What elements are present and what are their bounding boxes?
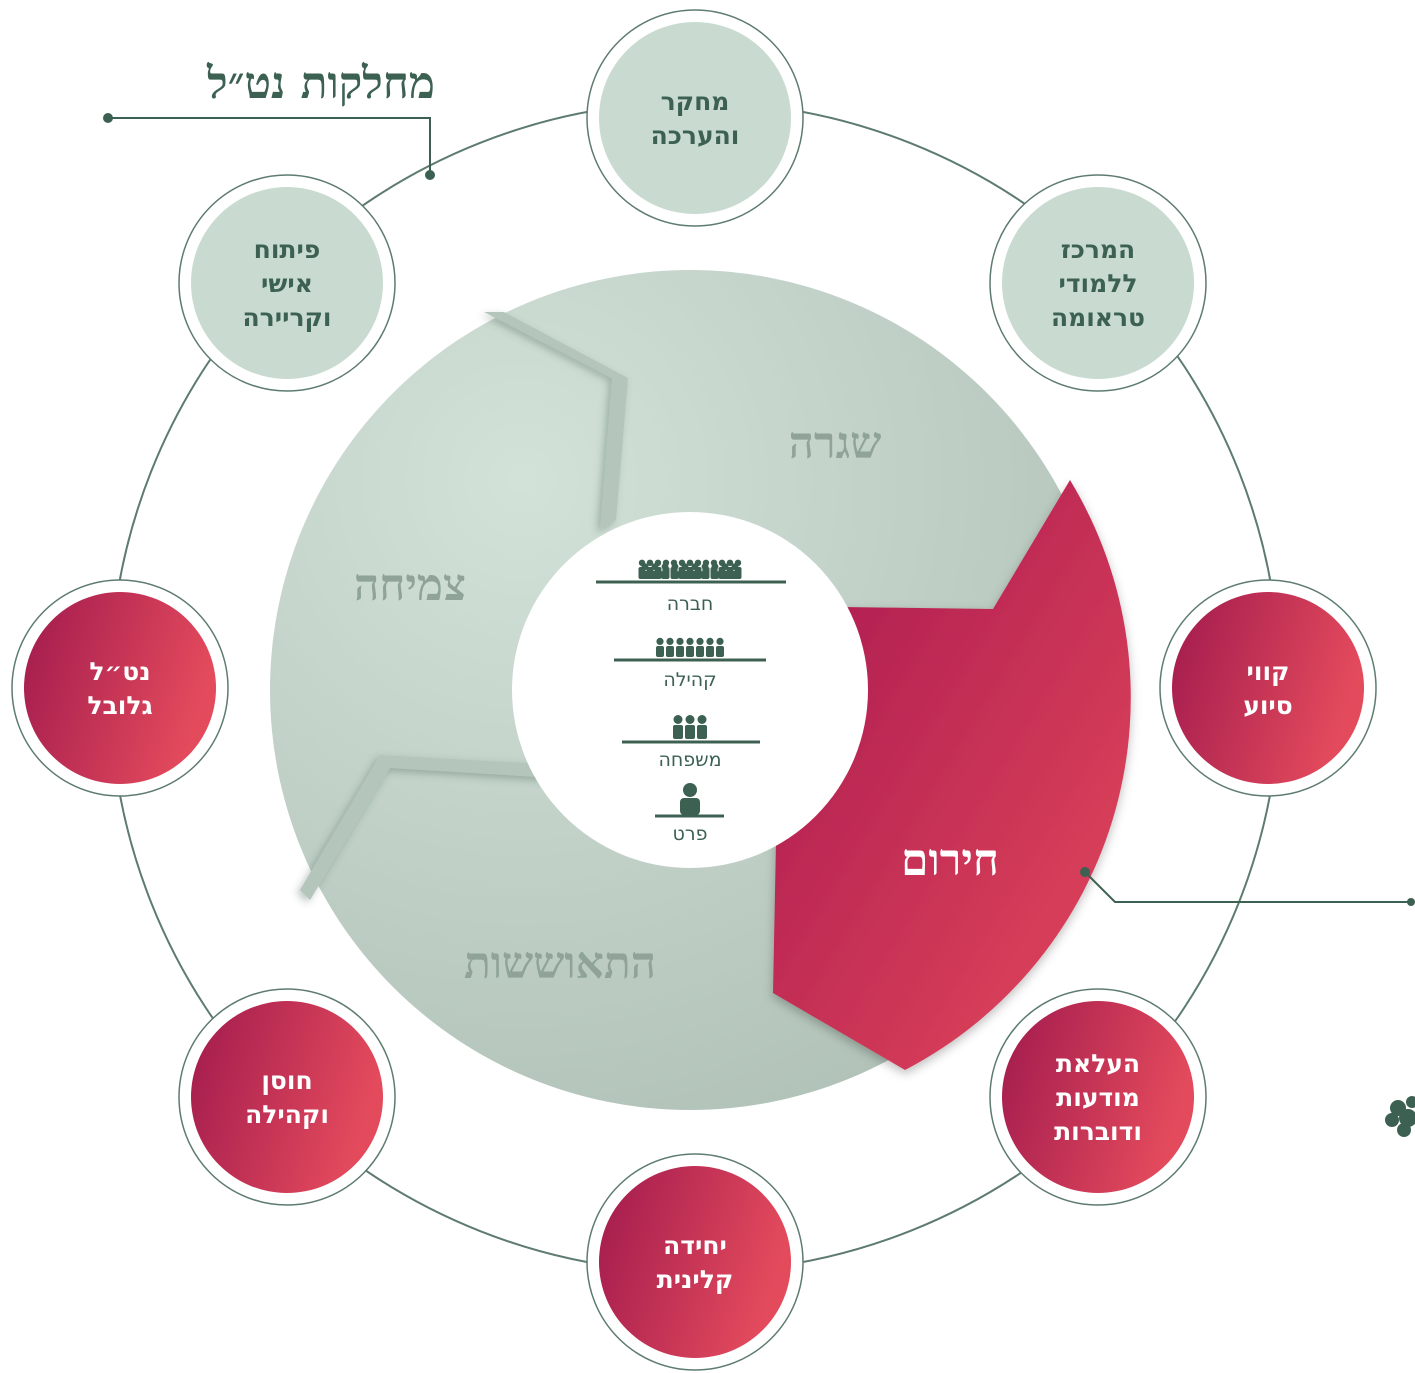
phase-label-growth: צמיחה [354, 560, 466, 611]
department-label-line: אישי [261, 269, 313, 298]
node-fill [191, 1001, 383, 1193]
phase-folds [300, 312, 628, 900]
level-label-community: קהילה [663, 669, 716, 691]
department-node-natal-global[interactable]: נט״ל גלובל [11, 579, 229, 797]
phase-label-emergency: חירום [901, 835, 999, 886]
tree-icon [1385, 1096, 1415, 1137]
node-fill [191, 187, 383, 379]
department-node-resilience[interactable]: חוסן וקהילה [178, 988, 396, 1206]
department-label-line: נט״ל [89, 657, 150, 686]
community-group-icon [614, 637, 766, 662]
department-label-line: יחידה [663, 1231, 727, 1260]
department-node-career[interactable]: פיתוח אישי וקריירה [178, 174, 396, 392]
emergency-leader-line [1084, 871, 1413, 903]
individual-person-icon [655, 783, 724, 818]
level-label-society: חברה [667, 593, 714, 615]
leader-dot [1080, 867, 1090, 877]
department-label-line: קווי [1247, 657, 1290, 686]
diagram-title: מחלקות נט״ל [206, 58, 435, 109]
department-node-research[interactable]: מחקר והערכה [586, 9, 804, 227]
department-label-line: סיוע [1243, 691, 1293, 720]
leader-dot [1407, 898, 1415, 906]
department-label-line: העלאת [1056, 1049, 1140, 1078]
department-label-line: וקריירה [243, 303, 332, 332]
department-label-line: חוסן [261, 1066, 312, 1095]
phase-label-routine: שגרה [789, 418, 882, 469]
phase-segment-emergency[interactable] [773, 480, 1131, 1070]
department-node-awareness[interactable]: העלאת מודעות ודוברות [989, 988, 1207, 1206]
department-label-line: ללמודי [1059, 269, 1138, 298]
leader-dot [425, 170, 435, 180]
department-node-clinical-unit[interactable]: יחידה קלינית [586, 1153, 804, 1371]
phase-label-recovery: התאוששות [464, 938, 656, 989]
department-label-line: טראומה [1051, 303, 1145, 332]
department-label-line: ודוברות [1054, 1117, 1142, 1146]
department-label-line: מודעות [1056, 1083, 1140, 1112]
level-label-individual: פרט [673, 823, 708, 845]
center-levels-disk [512, 512, 868, 868]
node-fill [24, 592, 216, 784]
node-fill [599, 1166, 791, 1358]
title-leader-line [108, 117, 431, 175]
society-crowd-icon [596, 559, 786, 584]
department-label-line: מחקר [661, 87, 730, 116]
leader-dot [103, 113, 113, 123]
department-label-line: וקהילה [245, 1100, 329, 1129]
department-label-line: המרכז [1061, 235, 1136, 264]
department-label-line: קלינית [657, 1265, 734, 1294]
level-label-family: משפחה [658, 749, 721, 771]
node-fill [1002, 1001, 1194, 1193]
family-group-icon [622, 715, 760, 744]
department-label-line: גלובל [87, 691, 152, 720]
department-node-support-lines[interactable]: קווי סיוע [1159, 579, 1377, 797]
department-node-trauma-center[interactable]: המרכז ללמודי טראומה [989, 174, 1207, 392]
node-fill [1002, 187, 1194, 379]
department-label-line: והערכה [651, 121, 740, 150]
node-fill [1172, 592, 1364, 784]
node-fill [599, 22, 791, 214]
department-label-line: פיתוח [254, 235, 321, 264]
